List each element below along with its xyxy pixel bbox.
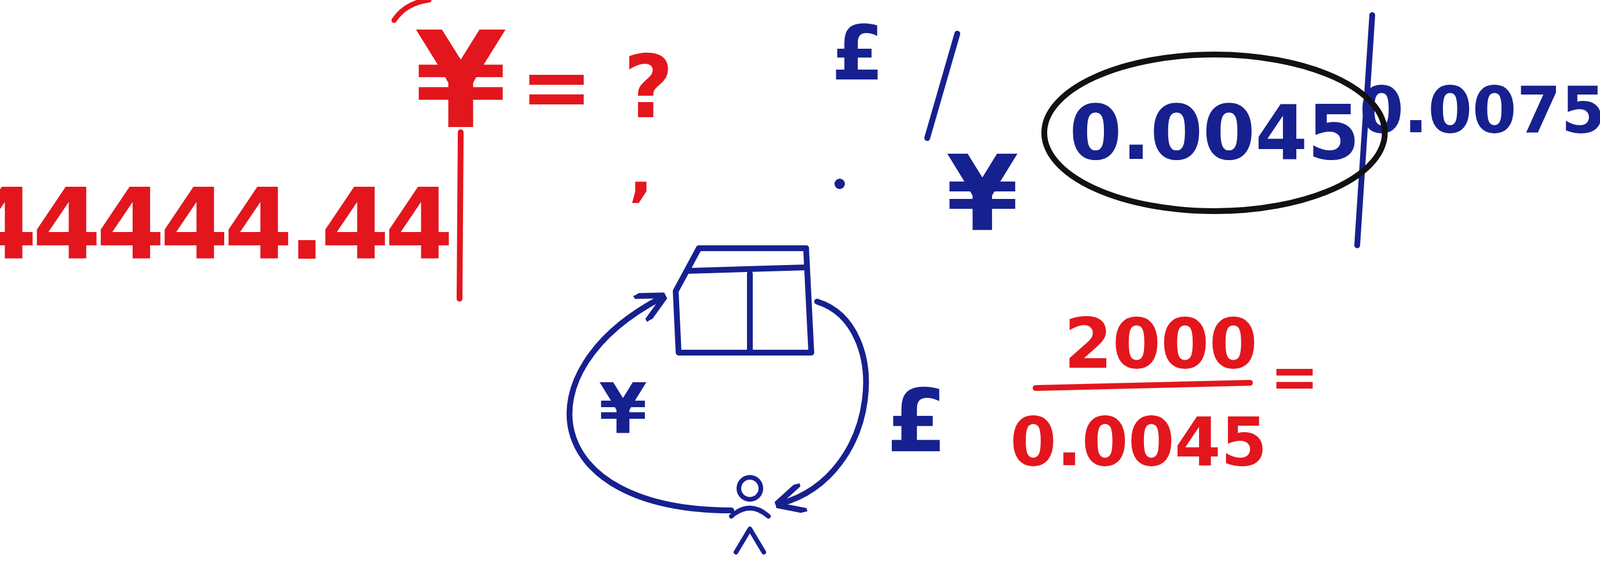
- flow-arrow: [569, 297, 732, 510]
- rate-value: 0.0045: [1069, 95, 1361, 171]
- currency-symbol: ¥: [414, 14, 508, 148]
- circled-rate: 0.0045: [1041, 51, 1388, 214]
- denominator: 0.0045: [1010, 408, 1268, 476]
- house-sketch: [675, 248, 812, 353]
- house-outline: [675, 248, 812, 353]
- equation-text: = ?: [520, 43, 674, 131]
- person-figure: [731, 476, 769, 552]
- person-head: [738, 476, 761, 499]
- flow-label: £: [886, 377, 947, 465]
- divider-line: [746, 273, 753, 353]
- rate-value: 0.0075: [1359, 78, 1600, 142]
- flow-arrow: [781, 301, 866, 504]
- ellipse-outline: [1044, 54, 1386, 211]
- roof-line: [698, 245, 807, 251]
- comma-mark: ,: [628, 139, 654, 204]
- fraction-bar: [1035, 382, 1250, 388]
- numerator: 2000: [1063, 308, 1258, 379]
- person-legs: [735, 528, 764, 552]
- inner-line: [689, 267, 807, 271]
- currency-symbol: ¥: [945, 141, 1019, 247]
- dot: [834, 178, 845, 189]
- flow-label: ¥: [598, 373, 648, 444]
- separator-line: [927, 33, 958, 138]
- yen-stem-line: [459, 132, 461, 299]
- equals-sign: =: [1270, 347, 1319, 406]
- person-body: [731, 507, 769, 516]
- currency-symbol: £: [831, 15, 884, 91]
- amount-value: 44444.44: [0, 175, 449, 274]
